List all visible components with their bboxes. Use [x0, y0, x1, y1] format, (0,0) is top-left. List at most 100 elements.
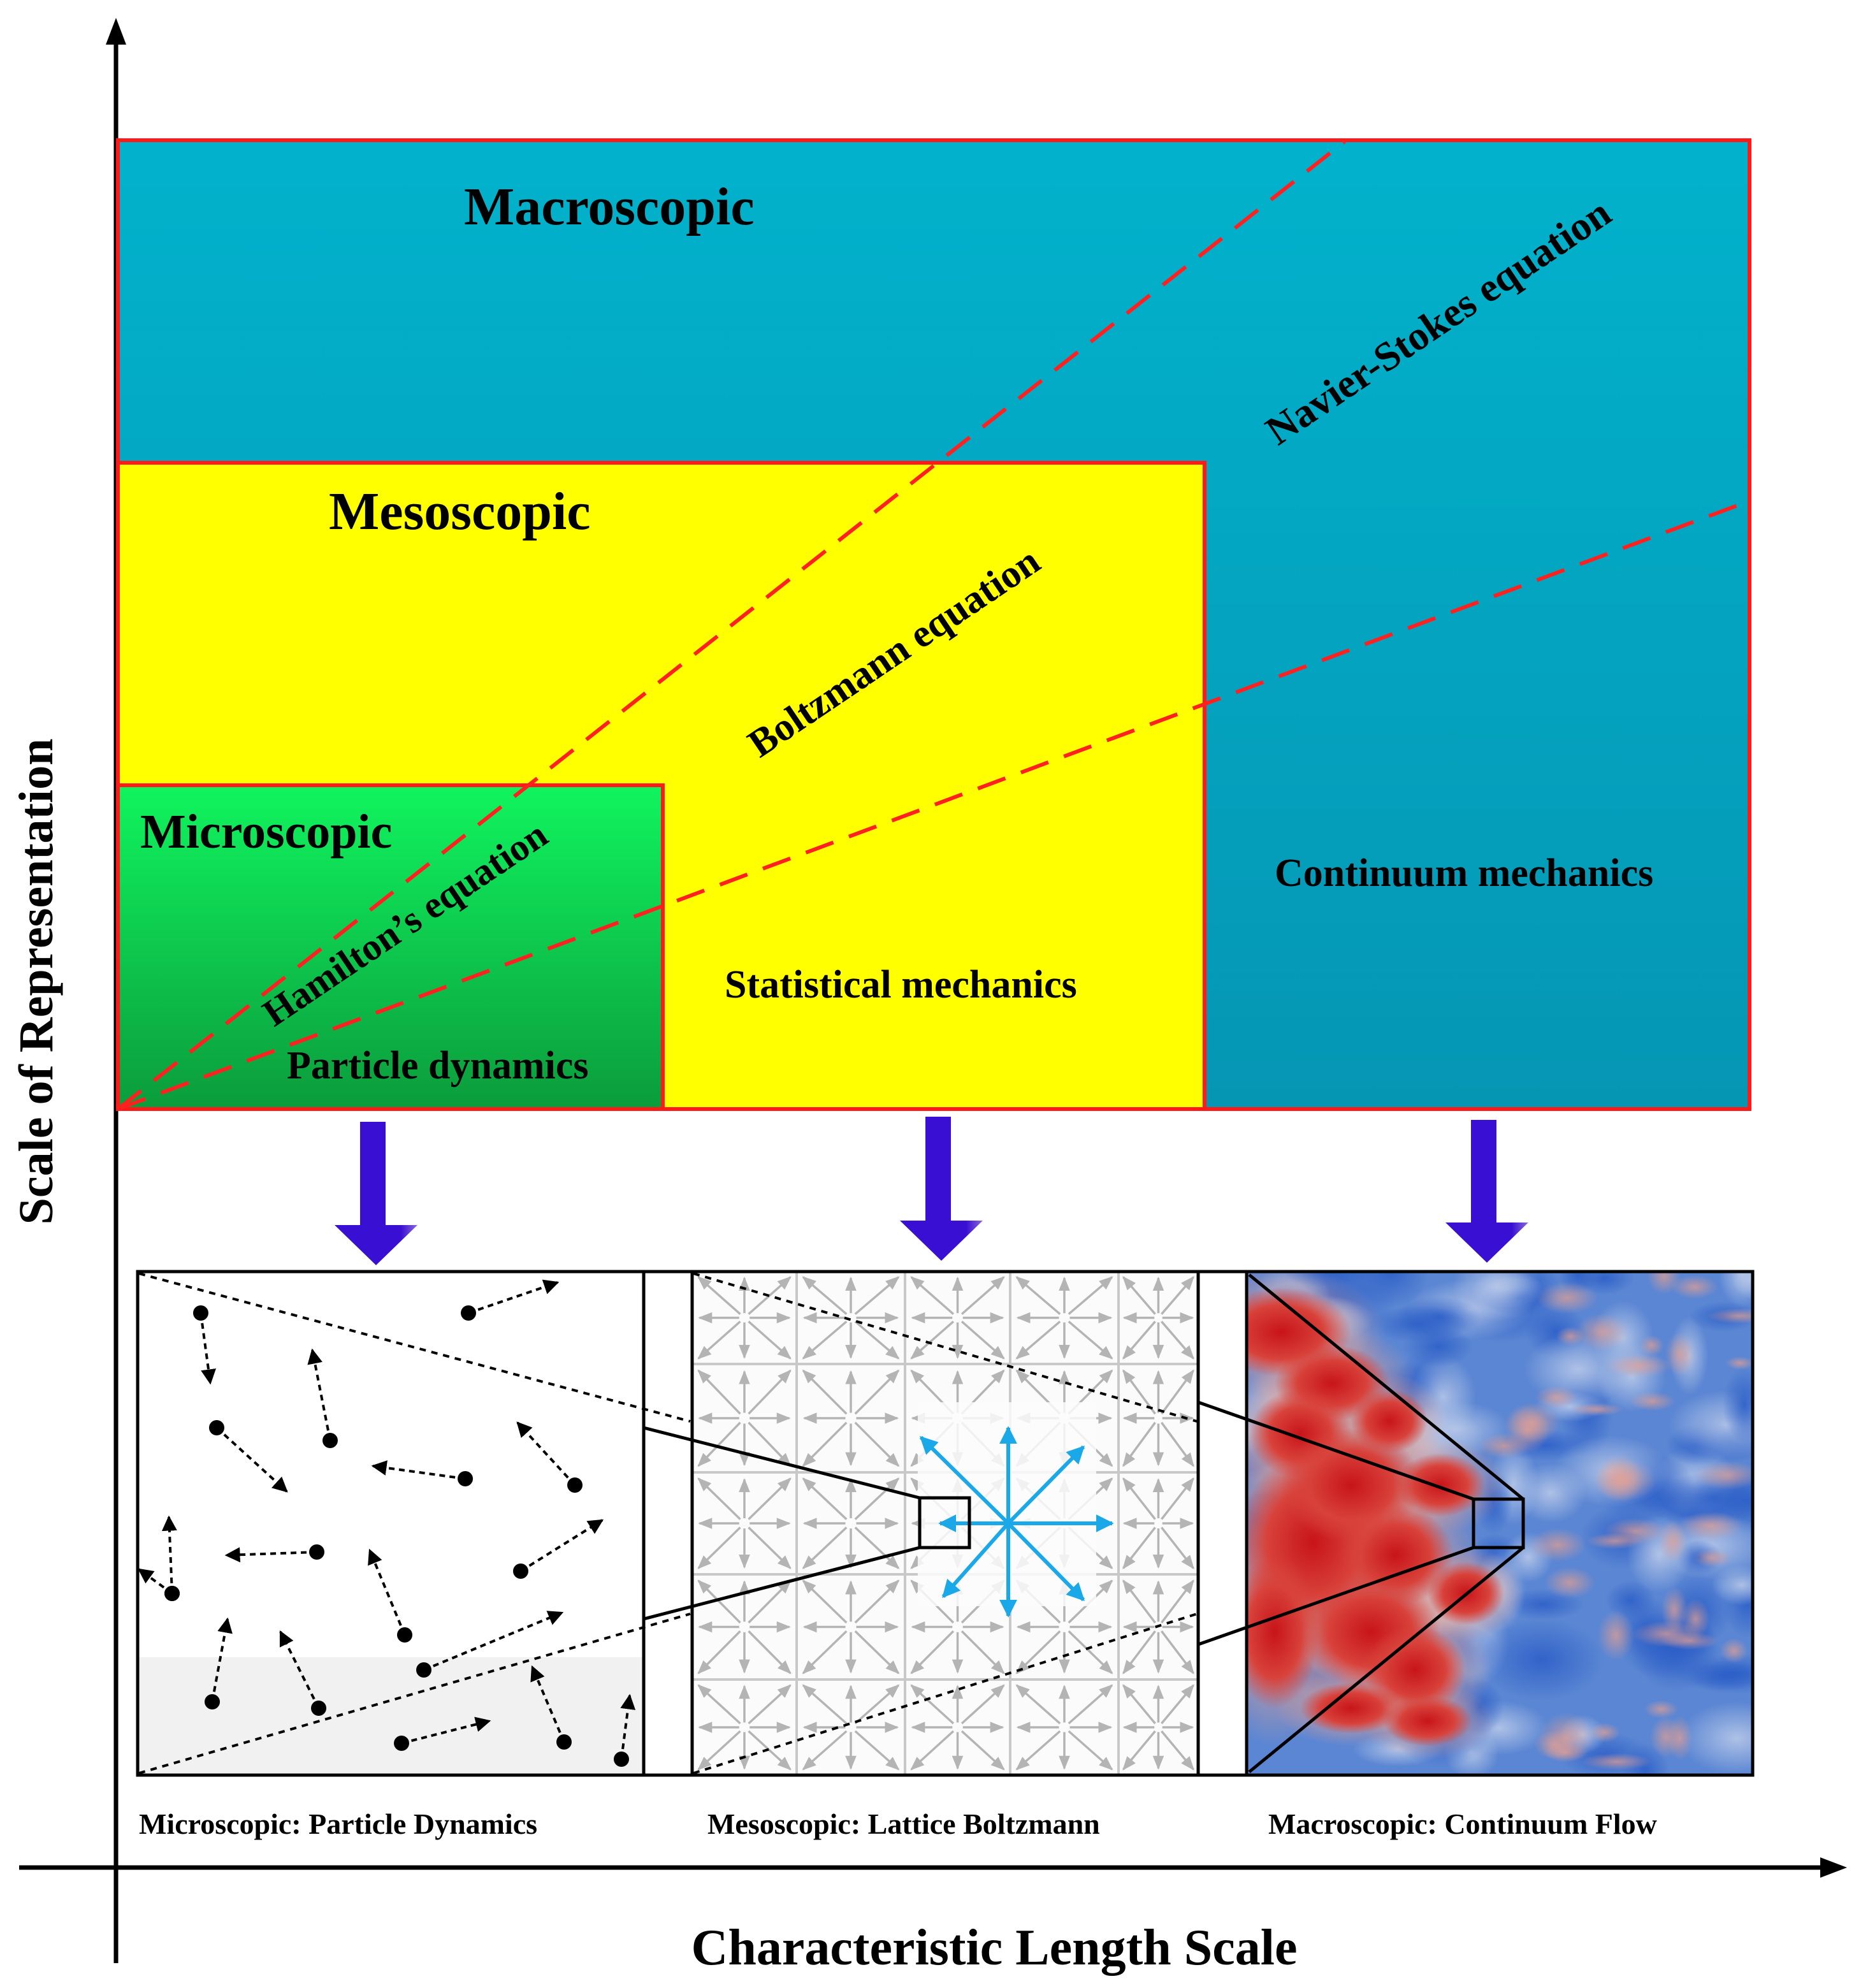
panel-1-bottom-shade [138, 1657, 644, 1775]
flow-eddy [1581, 1753, 1652, 1771]
lattice-arrow [910, 1276, 955, 1316]
statistical-mechanics-label: Statistical mechanics [725, 963, 1077, 1006]
particle-dot [309, 1544, 324, 1560]
flow-eddy [1604, 1518, 1667, 1544]
velocity-arrow [215, 1426, 288, 1493]
flow-hot-region [1247, 1555, 1319, 1708]
flow-eddy [1588, 1722, 1621, 1743]
particle-dot [322, 1433, 338, 1448]
lattice-arrow [748, 1369, 792, 1415]
panel-particle-dynamics [136, 1270, 691, 1777]
lattice-arrow [697, 1320, 741, 1360]
lattice-arrow [697, 1730, 741, 1771]
velocity-arrow [371, 1460, 466, 1480]
flow-blob [1452, 1272, 1542, 1322]
particle-dot [205, 1694, 220, 1709]
lattice-arrow [1068, 1276, 1113, 1316]
lattice-arrow [697, 1579, 741, 1624]
lattice-arrow [854, 1527, 900, 1569]
particle-dot [193, 1305, 208, 1321]
lattice-arrow [854, 1369, 900, 1415]
lattice-arrow [1122, 1421, 1156, 1467]
lattice-arrow [1161, 1730, 1194, 1771]
lattice-arrow [1161, 1684, 1194, 1725]
zoom-dotted-upper-2 [693, 1272, 1198, 1423]
y-axis-label: Scale of Representation [10, 739, 63, 1225]
flow-blob [1711, 1564, 1753, 1606]
caption-particle-dynamics: Microscopic: Particle Dynamics [139, 1808, 537, 1840]
lattice-arrow [697, 1684, 741, 1725]
particle-dot [513, 1564, 528, 1579]
microscopic-title: Microscopic [140, 805, 392, 859]
lattice-arrow [854, 1320, 900, 1360]
panel-continuum-flow [1245, 1270, 1755, 1777]
flow-hot-region [1396, 1453, 1485, 1517]
down-arrow-mesoscopic [900, 1117, 983, 1261]
lattice-arrow [1161, 1477, 1194, 1520]
lattice-arrow [802, 1421, 848, 1467]
flow-eddy [1629, 1391, 1676, 1411]
lattice-arrow [960, 1276, 1005, 1316]
lattice-arrow [697, 1369, 741, 1415]
flow-eddy [1536, 1282, 1598, 1314]
lattice-arrow [697, 1630, 741, 1674]
particle-dot [416, 1662, 431, 1678]
d2q9-velocity-stencil [918, 1402, 1114, 1618]
particle-dot [567, 1477, 583, 1493]
flow-eddy [1542, 1742, 1588, 1762]
panel-1-border [136, 1270, 646, 1777]
lattice-arrow [802, 1527, 848, 1569]
lattice-arrow [910, 1320, 955, 1360]
flow-eddy [1667, 1715, 1693, 1760]
down-arrow-macroscopic [1445, 1120, 1528, 1263]
velocity-arrow [516, 1421, 576, 1486]
lattice-arrow [1068, 1684, 1113, 1725]
mesoscopic-title: Mesoscopic [329, 482, 591, 541]
flow-eddy [1644, 1700, 1679, 1719]
flow-hot-region [1383, 1695, 1472, 1746]
lattice-arrow [697, 1276, 741, 1316]
particle-dynamics-label: Particle dynamics [287, 1044, 589, 1087]
d2q9-velocity-arrow [1006, 1445, 1085, 1525]
flow-blob [1368, 1305, 1469, 1343]
lattice-arrow [1068, 1730, 1113, 1771]
lattice-arrow [910, 1630, 955, 1674]
particle-dot [556, 1734, 572, 1750]
velocity-arrow [199, 1312, 216, 1385]
particle-dot [164, 1586, 180, 1601]
lattice-arrow [1161, 1369, 1194, 1415]
velocity-arrow [620, 1694, 636, 1760]
lattice-arrow [802, 1477, 848, 1520]
lattice-arrow [748, 1730, 792, 1771]
flow-hot-region [1300, 1683, 1402, 1734]
lattice-arrow [1122, 1630, 1156, 1674]
flow-blob [1479, 1618, 1604, 1701]
down-arrows [335, 1117, 1528, 1265]
upper-dashed-line [117, 140, 1346, 1111]
lattice-arrow [1161, 1630, 1194, 1674]
lattice-arrow [1015, 1276, 1061, 1316]
lattice-arrow [748, 1684, 792, 1725]
zoom-lines-2 [1198, 1270, 1524, 1777]
velocity-arrow [211, 1617, 233, 1702]
flow-eddy [1528, 1528, 1586, 1562]
particle-dot [397, 1627, 412, 1643]
lattice-arrow [854, 1421, 900, 1467]
lattice-arrow [748, 1527, 792, 1569]
zoom-dotted-lower-2 [693, 1613, 1198, 1774]
flow-eddy [1695, 1461, 1753, 1490]
velocity-arrow [307, 1348, 331, 1441]
flow-eddy [1632, 1620, 1702, 1647]
d2q9-velocity-arrow [919, 1435, 1010, 1525]
particle-dot [458, 1471, 473, 1486]
lattice-arrow [854, 1730, 900, 1771]
lattice-arrow [910, 1684, 955, 1725]
lattice-arrow [748, 1320, 792, 1360]
particle-dot [209, 1420, 224, 1435]
flow-hot-region [1351, 1389, 1428, 1453]
lattice-arrow [960, 1630, 1005, 1674]
lattice-arrow [854, 1579, 900, 1624]
lattice-arrow [1161, 1276, 1194, 1315]
flow-eddy [1595, 1454, 1643, 1504]
